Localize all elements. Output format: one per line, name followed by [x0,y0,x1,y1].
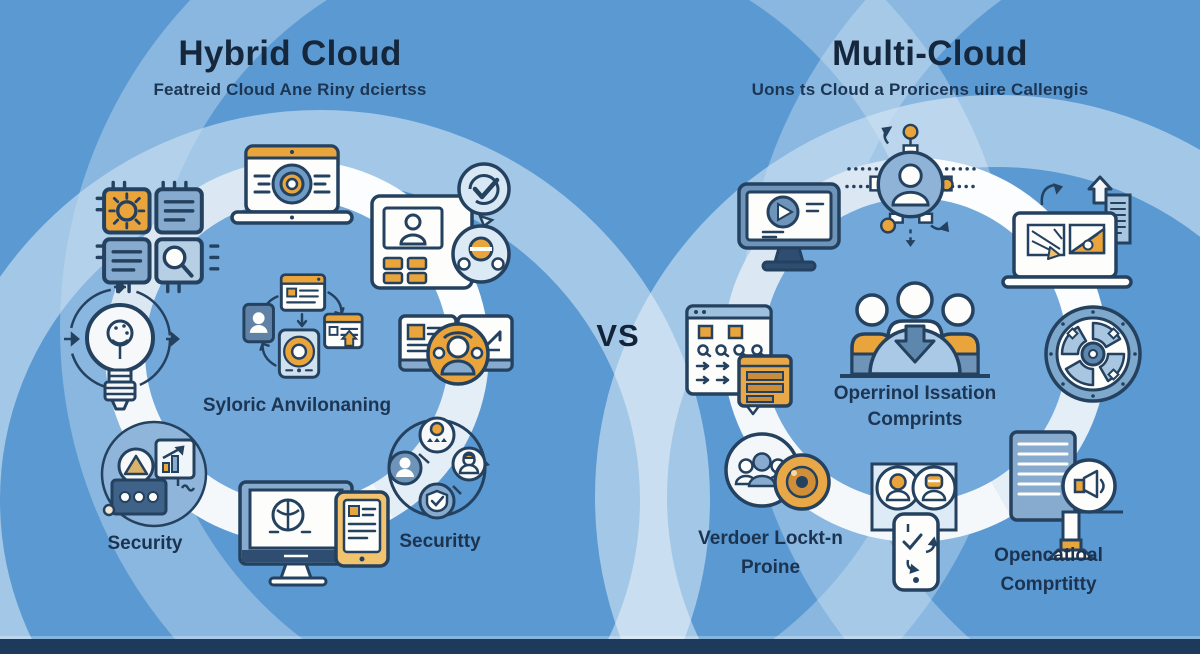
left-center-caption: Syloric Anvilonaning [202,395,392,416]
id-card-check-icon [368,162,513,294]
left-label-security-2: Securitty [399,531,481,552]
footer-bar [0,639,1200,654]
phone-users-sync-icon [852,462,974,594]
shutter-dial-icon [1042,303,1144,405]
documents-speaker-icon [1005,428,1127,560]
chip-grid-icon [95,178,220,296]
team-download-icon [840,278,990,380]
right-center-caption: Operrinol Issation Comprints [765,381,1065,433]
left-title: Hybrid Cloud [178,34,402,73]
alert-device-icon [98,418,210,530]
video-monitor-icon [733,180,845,282]
left-label-security: Security [107,533,183,554]
left-subtitle: Featreid Cloud Ane Riny dciertss [153,80,427,99]
design-laptop-upload-icon [998,175,1136,297]
team-lens-icon [722,424,834,526]
lightbulb-icon [62,283,184,418]
team-shield-cycle-icon [383,412,491,524]
workflow-cycle-icon [238,272,366,382]
user-network-hub-icon [845,122,977,247]
laptop-target-icon [222,142,362,234]
versus-text: VS [596,318,640,353]
right-center-caption-line2: Comprints [867,409,963,430]
right-label-operational-complexity: Opencatioal Comprtitty [994,545,1103,595]
right-center-caption-line1: Operrinol Issation [833,383,997,404]
monitor-plant-tablet-icon [232,480,394,602]
right-title: Multi-Cloud [832,34,1028,73]
documents-user-icon [396,290,518,392]
keypad-certificate-icon [683,298,801,416]
right-label-vendor-lockin: Verdoer Lockt-n Proine [698,528,843,578]
footer-divider [0,636,1200,639]
right-subtitle: Uons ts Cloud a Proricens uire Callengis [751,80,1089,99]
